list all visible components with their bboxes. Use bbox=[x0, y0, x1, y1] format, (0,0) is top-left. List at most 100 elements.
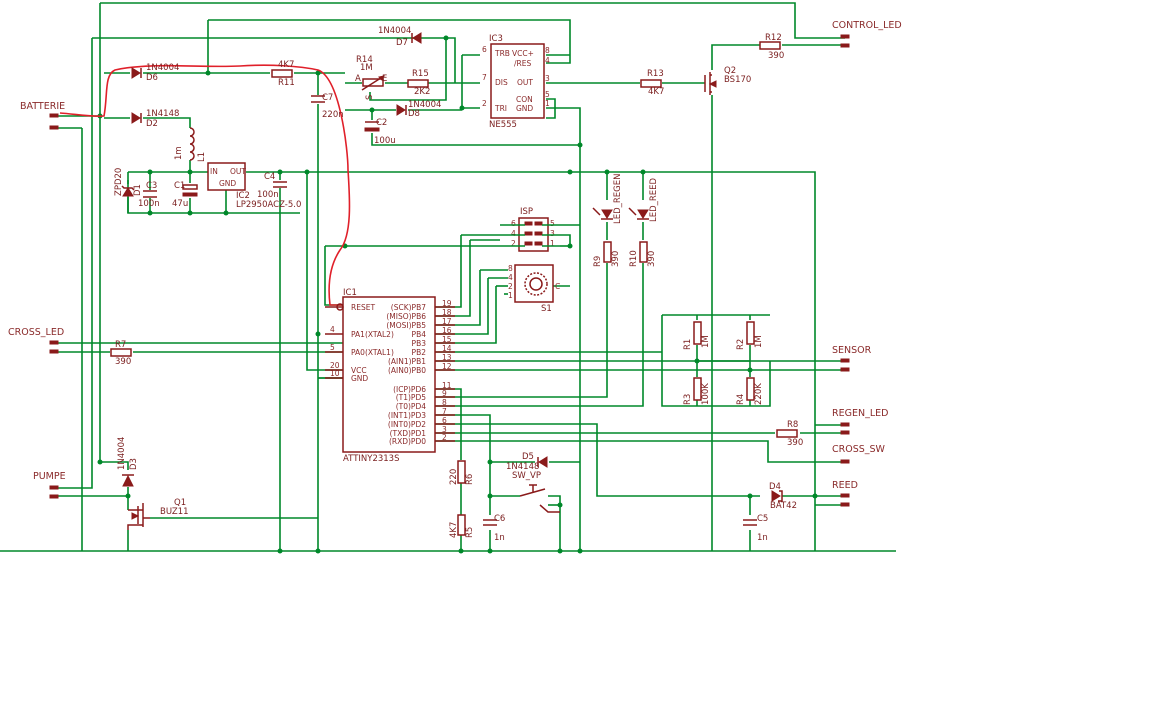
resistor-r6[interactable]: R6 220 bbox=[449, 460, 475, 485]
regulator-ic2[interactable]: IN OUT GND IC2 LP2950ACZ-5.0 bbox=[207, 162, 301, 210]
resistor-r15[interactable]: R15 2K2 bbox=[407, 69, 430, 97]
capacitor-c4[interactable]: C4 100n bbox=[257, 172, 287, 200]
diode-d5[interactable]: D5 1N4148 bbox=[506, 452, 548, 472]
batterie-connector[interactable] bbox=[49, 113, 59, 130]
r8-value: 390 bbox=[787, 438, 803, 448]
r4-name: R4 bbox=[736, 394, 746, 405]
sensor-connector[interactable] bbox=[840, 358, 850, 372]
ic1-right-pin-num: 2 bbox=[442, 433, 447, 442]
resistor-r11[interactable]: 4K7 R11 bbox=[271, 60, 295, 88]
cross-led-connector[interactable] bbox=[49, 340, 59, 354]
d3-part: 1N4004 bbox=[117, 437, 127, 470]
inductor-l1[interactable]: 1m L1 bbox=[174, 127, 207, 162]
label-cross-led: CROSS_LED bbox=[8, 327, 64, 338]
transistor-q2[interactable]: Q2 BS170 bbox=[704, 66, 751, 95]
c4-name: C4 bbox=[264, 172, 275, 182]
d5-name: D5 bbox=[522, 452, 534, 462]
ic1-right-pin-num: 3 bbox=[442, 425, 447, 434]
pumpe-connector[interactable] bbox=[49, 485, 59, 499]
resistor-r5[interactable]: R5 4K7 bbox=[449, 514, 475, 538]
s1-pin-1: 1 bbox=[508, 291, 513, 300]
diode-d4[interactable]: D4 BAT42 bbox=[769, 482, 797, 511]
diode-d8[interactable]: 1N4004 D8 bbox=[396, 100, 441, 119]
diode-d7[interactable]: 1N4004 D7 bbox=[378, 26, 422, 48]
led-regen-name: LED_REGEN bbox=[613, 174, 623, 225]
ic1-left-pin-name: RESET bbox=[351, 303, 375, 312]
ic1-right-pin-name: (T1)PD5 bbox=[396, 393, 427, 402]
r1-value: 1M bbox=[701, 335, 711, 348]
label-pumpe: PUMPE bbox=[33, 471, 66, 482]
ic3-pin1-num: 1 bbox=[545, 99, 550, 108]
resistor-r7[interactable]: R7 390 bbox=[110, 340, 132, 367]
ic1-right-pin-num: 11 bbox=[442, 381, 452, 390]
capacitor-c5[interactable]: C5 1n bbox=[743, 514, 768, 543]
c2-name: C2 bbox=[376, 118, 387, 128]
s1-pin-8: 8 bbox=[508, 264, 513, 273]
capacitor-c1[interactable]: C1 47u bbox=[172, 181, 198, 209]
ic3-pin3-num: 3 bbox=[545, 74, 550, 83]
control-led-connector[interactable] bbox=[840, 34, 850, 48]
capacitor-c6[interactable]: C6 1n bbox=[483, 514, 505, 543]
ic3-part: NE555 bbox=[489, 120, 517, 130]
diode-d2[interactable]: 1N4148 D2 bbox=[131, 109, 179, 129]
resistor-r12[interactable]: R12 390 bbox=[759, 33, 784, 61]
isp-header[interactable]: ISP 6 4 2 5 3 1 bbox=[500, 207, 560, 252]
capacitor-c2[interactable]: C2 100u bbox=[364, 118, 396, 146]
ic1-right-pin-name: (T0)PD4 bbox=[396, 402, 427, 411]
ic3-pin2-num: 2 bbox=[482, 99, 487, 108]
r4-value: 220K bbox=[754, 383, 764, 405]
potentiometer-r14[interactable]: R14 1M A E S bbox=[355, 55, 387, 100]
ic1-right-pin-name: (INT0)PD2 bbox=[388, 420, 426, 429]
resistor-r1[interactable]: R1 1M bbox=[683, 321, 711, 350]
c5-name: C5 bbox=[757, 514, 768, 524]
isp-pin-1: 1 bbox=[550, 239, 555, 248]
isp-pin-4: 4 bbox=[511, 229, 516, 238]
timer-ic3[interactable]: IC3 NE555 6 TRB 7 DIS 2 TRI VCC+ 8 /RES … bbox=[482, 34, 550, 130]
diode-d3[interactable]: 1N4004 D3 bbox=[117, 437, 139, 487]
ic1-right-pin-name: (INT1)PD3 bbox=[388, 411, 426, 420]
ic1-right-pin-name: (AIN1)PB1 bbox=[388, 357, 426, 366]
capacitor-c3[interactable]: C3 100n bbox=[138, 181, 160, 209]
regen-led-connector[interactable] bbox=[840, 422, 850, 435]
reed-connector[interactable] bbox=[840, 493, 850, 507]
pushbutton-sw-vp[interactable]: SW_VP bbox=[512, 471, 560, 513]
zener-d1[interactable]: ZPD20 D1 bbox=[114, 168, 143, 197]
r1-name: R1 bbox=[683, 339, 693, 350]
d1-name: D1 bbox=[133, 184, 143, 196]
q2-name: Q2 bbox=[724, 66, 736, 76]
ic1-left-pin-name: GND bbox=[351, 374, 368, 383]
led-reed[interactable]: LED_REED bbox=[628, 177, 659, 222]
ic3-pin4-name: /RES bbox=[514, 59, 531, 68]
ic3-name: IC3 bbox=[489, 34, 503, 44]
c7-value: 220n bbox=[322, 110, 344, 120]
resistor-r4[interactable]: R4 220K bbox=[736, 377, 764, 405]
resistor-r3[interactable]: R3 100K bbox=[683, 377, 711, 405]
r12-name: R12 bbox=[765, 33, 782, 43]
ic1-right-pin-name: (ICP)PD6 bbox=[393, 385, 426, 394]
isp-pin-2: 2 bbox=[511, 239, 516, 248]
ic3-pin5-name: CON bbox=[516, 95, 533, 104]
transistor-q1[interactable]: Q1 BUZ11 bbox=[127, 498, 189, 530]
ic1-right-pin-name: PB2 bbox=[412, 348, 427, 357]
led-regen[interactable]: LED_REGEN bbox=[592, 174, 623, 225]
resistor-r10[interactable]: R10 390 bbox=[629, 241, 657, 267]
resistor-r8[interactable]: R8 390 bbox=[776, 420, 803, 448]
resistor-r13[interactable]: R13 4K7 bbox=[640, 69, 664, 97]
cross-sw-connector[interactable] bbox=[840, 459, 850, 464]
d3-name: D3 bbox=[129, 458, 139, 470]
c6-value: 1n bbox=[494, 533, 505, 543]
diode-d6[interactable]: 1N4004 D6 bbox=[131, 63, 179, 83]
d4-name: D4 bbox=[769, 482, 781, 492]
r14-pin-s: S bbox=[365, 95, 375, 100]
ic1-left-pin-name: VCC bbox=[351, 366, 367, 375]
rotary-switch-s1[interactable]: S1 8 4 2 1 C bbox=[508, 264, 560, 314]
resistor-r2[interactable]: R2 1M bbox=[736, 321, 764, 350]
c1-value: 47u bbox=[172, 199, 188, 209]
ic2-pin-out: OUT bbox=[230, 167, 246, 176]
r15-name: R15 bbox=[412, 69, 429, 79]
resistor-r9[interactable]: R9 390 bbox=[593, 241, 621, 267]
capacitor-c7[interactable]: C7 220n bbox=[311, 93, 344, 120]
ic2-pin-in: IN bbox=[210, 167, 218, 176]
q1-part: BUZ11 bbox=[160, 507, 189, 517]
